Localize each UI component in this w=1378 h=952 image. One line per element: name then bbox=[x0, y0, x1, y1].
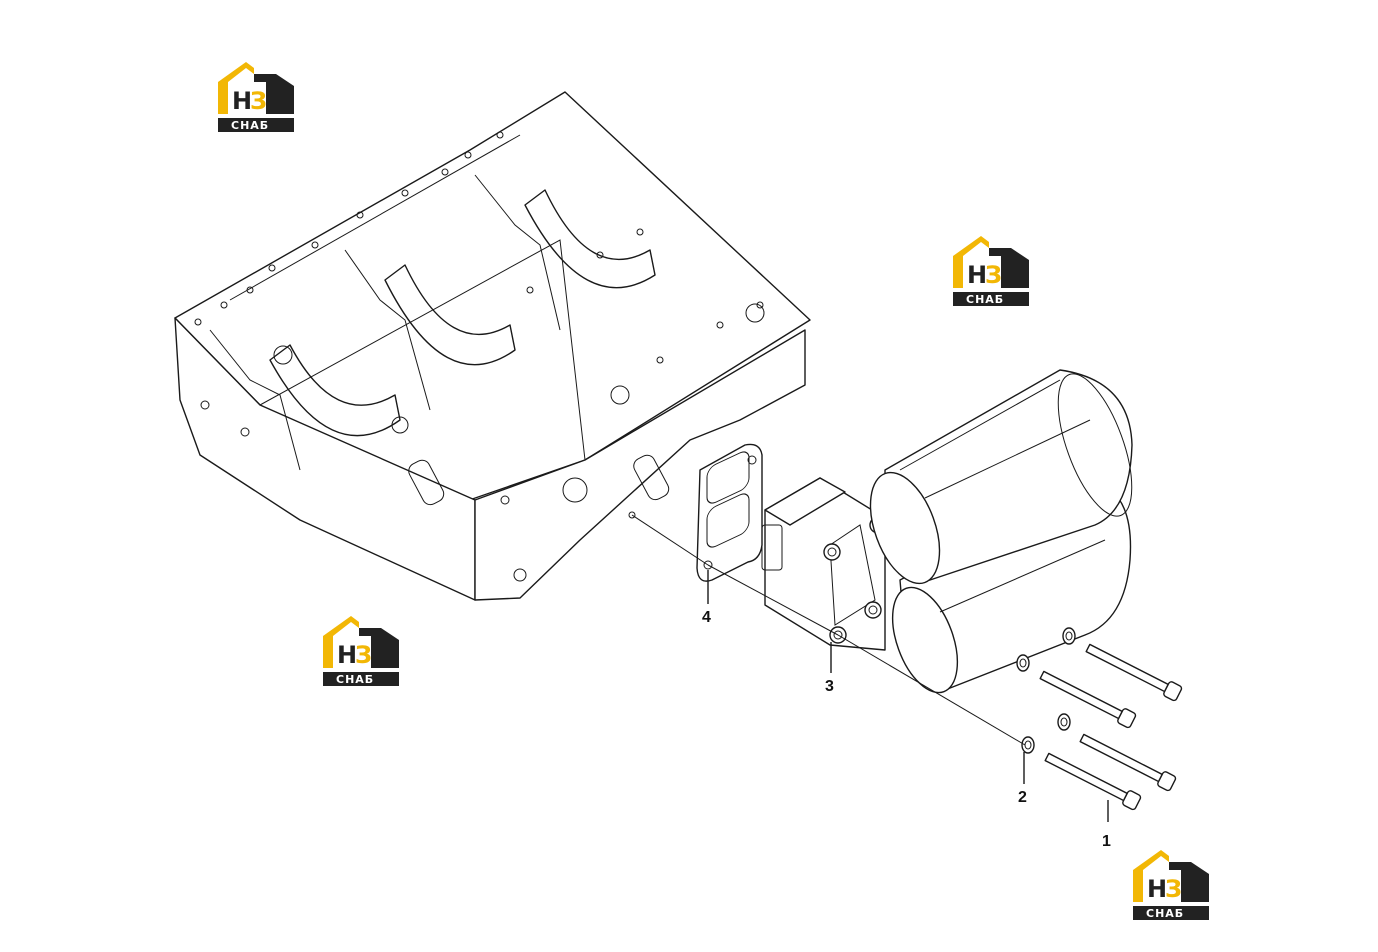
callout-2: 2 bbox=[1018, 789, 1027, 806]
svg-text:СНАБ: СНАБ bbox=[966, 293, 1004, 306]
svg-text:СНАБ: СНАБ bbox=[1146, 907, 1184, 920]
gasket bbox=[696, 443, 763, 582]
callout-1: 1 bbox=[1102, 833, 1111, 850]
callout-4: 4 bbox=[702, 609, 711, 626]
svg-text:СНАБ: СНАБ bbox=[336, 673, 374, 686]
svg-text:З: З bbox=[355, 641, 372, 669]
svg-text:Н: Н bbox=[1147, 875, 1167, 903]
callout-3: 3 bbox=[825, 678, 834, 695]
callout-leaders bbox=[707, 570, 1109, 822]
watermark-logo-1: Н З СНАБ bbox=[218, 62, 296, 134]
svg-text:Н: Н bbox=[967, 261, 987, 289]
svg-text:Н: Н bbox=[232, 87, 252, 115]
watermark-logo-4: Н З СНАБ bbox=[1133, 850, 1211, 922]
svg-text:З: З bbox=[1165, 875, 1182, 903]
bolts bbox=[1039, 643, 1183, 811]
assembly-lines bbox=[631, 514, 1026, 746]
filter-housing bbox=[761, 477, 887, 651]
svg-text:З: З bbox=[250, 87, 267, 115]
svg-text:Н: Н bbox=[337, 641, 357, 669]
watermark-logo-3: Н З СНАБ bbox=[323, 616, 401, 688]
svg-text:З: З bbox=[985, 261, 1002, 289]
engine-block bbox=[174, 91, 811, 601]
svg-text:СНАБ: СНАБ bbox=[231, 119, 269, 132]
watermark-logo-2: Н З СНАБ bbox=[953, 236, 1031, 308]
washers bbox=[1016, 627, 1076, 754]
